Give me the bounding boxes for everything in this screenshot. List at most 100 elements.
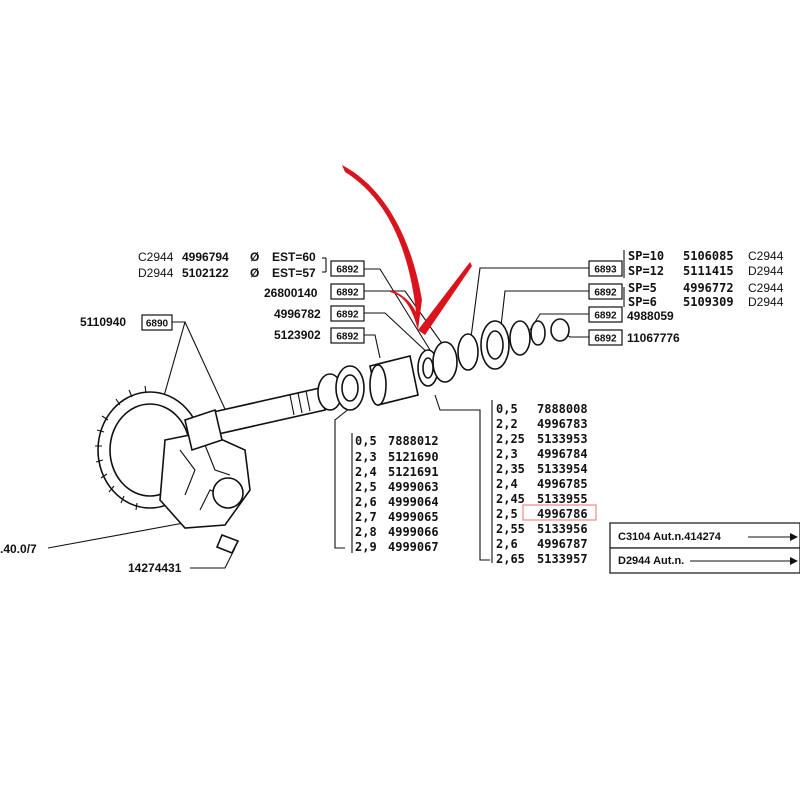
sp-row: SP=12 5111415 D2944 <box>628 264 784 278</box>
header-est: EST=57 <box>272 266 316 280</box>
diagram-label: 5106085 <box>683 249 734 263</box>
legend-entry-d2944: D2944 Aut.n. <box>618 555 684 567</box>
label-4996782: 4996782 <box>274 307 321 321</box>
shim-part: 4996783 <box>537 417 588 431</box>
shim-part: 4999063 <box>388 480 439 494</box>
shim-size: 0,5 <box>355 434 377 448</box>
shim-part: 4996785 <box>537 477 588 491</box>
diagram-label: 5111415 <box>683 264 734 278</box>
shim-size: 2,2 <box>496 417 518 431</box>
diagram-label: 11067776 <box>627 331 680 345</box>
diagram-label: D2944 <box>748 264 784 278</box>
header-row-c2944: C2944 4996794 Ø EST=60 <box>138 250 316 264</box>
label-14274431: 14274431 <box>128 561 182 575</box>
diagram-label: 5110940 <box>80 315 126 329</box>
ref-box-6892: 6892 <box>588 283 623 300</box>
ref-box-6892: 6892 <box>588 329 623 346</box>
diagram-label: 6892 <box>594 334 617 345</box>
diagram-label: 14274431 <box>128 561 182 575</box>
diagram-label: 5109309 <box>683 295 734 309</box>
differential-assembly <box>95 385 326 555</box>
case-hub <box>212 477 244 509</box>
diagram-label: 6892 <box>336 332 359 343</box>
shim-size: 2,55 <box>496 522 525 536</box>
header-part: 5102122 <box>182 266 229 280</box>
shim-size: 2,3 <box>496 447 518 461</box>
shim-part: 4996784 <box>537 447 588 461</box>
diagram-label: 6892 <box>336 265 359 276</box>
shim-part: 4999064 <box>388 495 439 509</box>
shim-size: 2,3 <box>355 450 377 464</box>
diagram-label: SP=12 <box>628 264 664 278</box>
shim-part: 5133953 <box>537 432 588 446</box>
label-5123902: 5123902 <box>274 328 321 342</box>
arrow-icon <box>790 557 798 565</box>
ref-box-6892: 6892 <box>330 283 365 300</box>
diagram-label: 6892 <box>336 310 359 321</box>
diagram-label: 6892 <box>594 311 617 322</box>
nut <box>530 320 546 346</box>
label-40: .40.0/7 <box>0 542 37 556</box>
arrow-icon <box>790 533 798 541</box>
shim-size: 2,8 <box>355 525 377 539</box>
diagram-label: SP=6 <box>628 295 657 309</box>
shim-size: 2,45 <box>496 492 525 506</box>
washer <box>432 341 458 383</box>
label-4988059: 4988059 <box>627 309 674 323</box>
diagram-label: 4988059 <box>627 309 674 323</box>
sp-row: SP=5 4996772 C2944 <box>628 281 784 295</box>
diagram-label: SP=10 <box>628 249 664 263</box>
legend-entry-c3104: C3104 Aut.n.414274 <box>618 531 722 543</box>
shim-size: 2,25 <box>496 432 525 446</box>
diagram-label: 4996772 <box>683 281 734 295</box>
diagram-label: C2944 <box>748 249 784 263</box>
shim-part: 5133956 <box>537 522 588 536</box>
shim-size: 2,5 <box>355 480 377 494</box>
shim-size: 2,65 <box>496 552 525 566</box>
pinion-gear <box>184 408 223 452</box>
shim-part: 5121691 <box>388 465 439 479</box>
ref-box-6892: 6892 <box>588 306 623 323</box>
shim-part: 7888008 <box>537 402 588 416</box>
diagram-label: 4996782 <box>274 307 321 321</box>
label-26800140: 26800140 <box>264 286 318 300</box>
shim-size: 2,4 <box>355 465 377 479</box>
diagram-label: 26800140 <box>264 286 318 300</box>
shim-part: 4999065 <box>388 510 439 524</box>
ref-box-6892: 6892 <box>330 305 365 322</box>
shim-part: 5121690 <box>388 450 439 464</box>
shim-size: 2,7 <box>355 510 377 524</box>
shim-part: 7888012 <box>388 434 439 448</box>
shim-size: 0,5 <box>496 402 518 416</box>
ref-box-6890: 6890 <box>141 314 173 331</box>
shim-size: 2,6 <box>496 537 518 551</box>
shim-part: 4999066 <box>388 525 439 539</box>
snap-ring <box>550 318 570 342</box>
label-11067776: 11067776 <box>627 331 680 345</box>
shim-size: 2,6 <box>355 495 377 509</box>
header-est: EST=60 <box>272 250 316 264</box>
diagram-label: 6892 <box>594 288 617 299</box>
shim-part: 4999067 <box>388 540 439 554</box>
red-marker-arrow <box>342 165 422 330</box>
red-marker-arrow-head <box>418 262 472 335</box>
shim-size: 2,35 <box>496 462 525 476</box>
header-diameter-symbol: Ø <box>250 266 259 280</box>
spacer-ring <box>457 333 479 371</box>
sp-row: SP=10 5106085 C2944 <box>628 249 784 263</box>
ref-box-6892: 6892 <box>330 260 365 277</box>
bolt-head <box>215 533 240 555</box>
diagram-label: SP=5 <box>628 281 657 295</box>
shim-size: 2,9 <box>355 540 377 554</box>
header-row-d2944: D2944 5102122 Ø EST=57 <box>138 266 316 280</box>
shim-part-highlighted: 4996786 <box>537 507 588 521</box>
shim-list-right: 0,5 7888008 2,2 4996783 2,25 5133953 2,3… <box>491 400 597 566</box>
diagram-label: C2944 <box>748 281 784 295</box>
diagram-label: 6890 <box>146 319 169 330</box>
ref-box-6892: 6892 <box>330 327 365 344</box>
label-5110940: 5110940 <box>80 315 126 329</box>
header-diameter-symbol: Ø <box>250 250 259 264</box>
header-part: 4996794 <box>182 250 229 264</box>
